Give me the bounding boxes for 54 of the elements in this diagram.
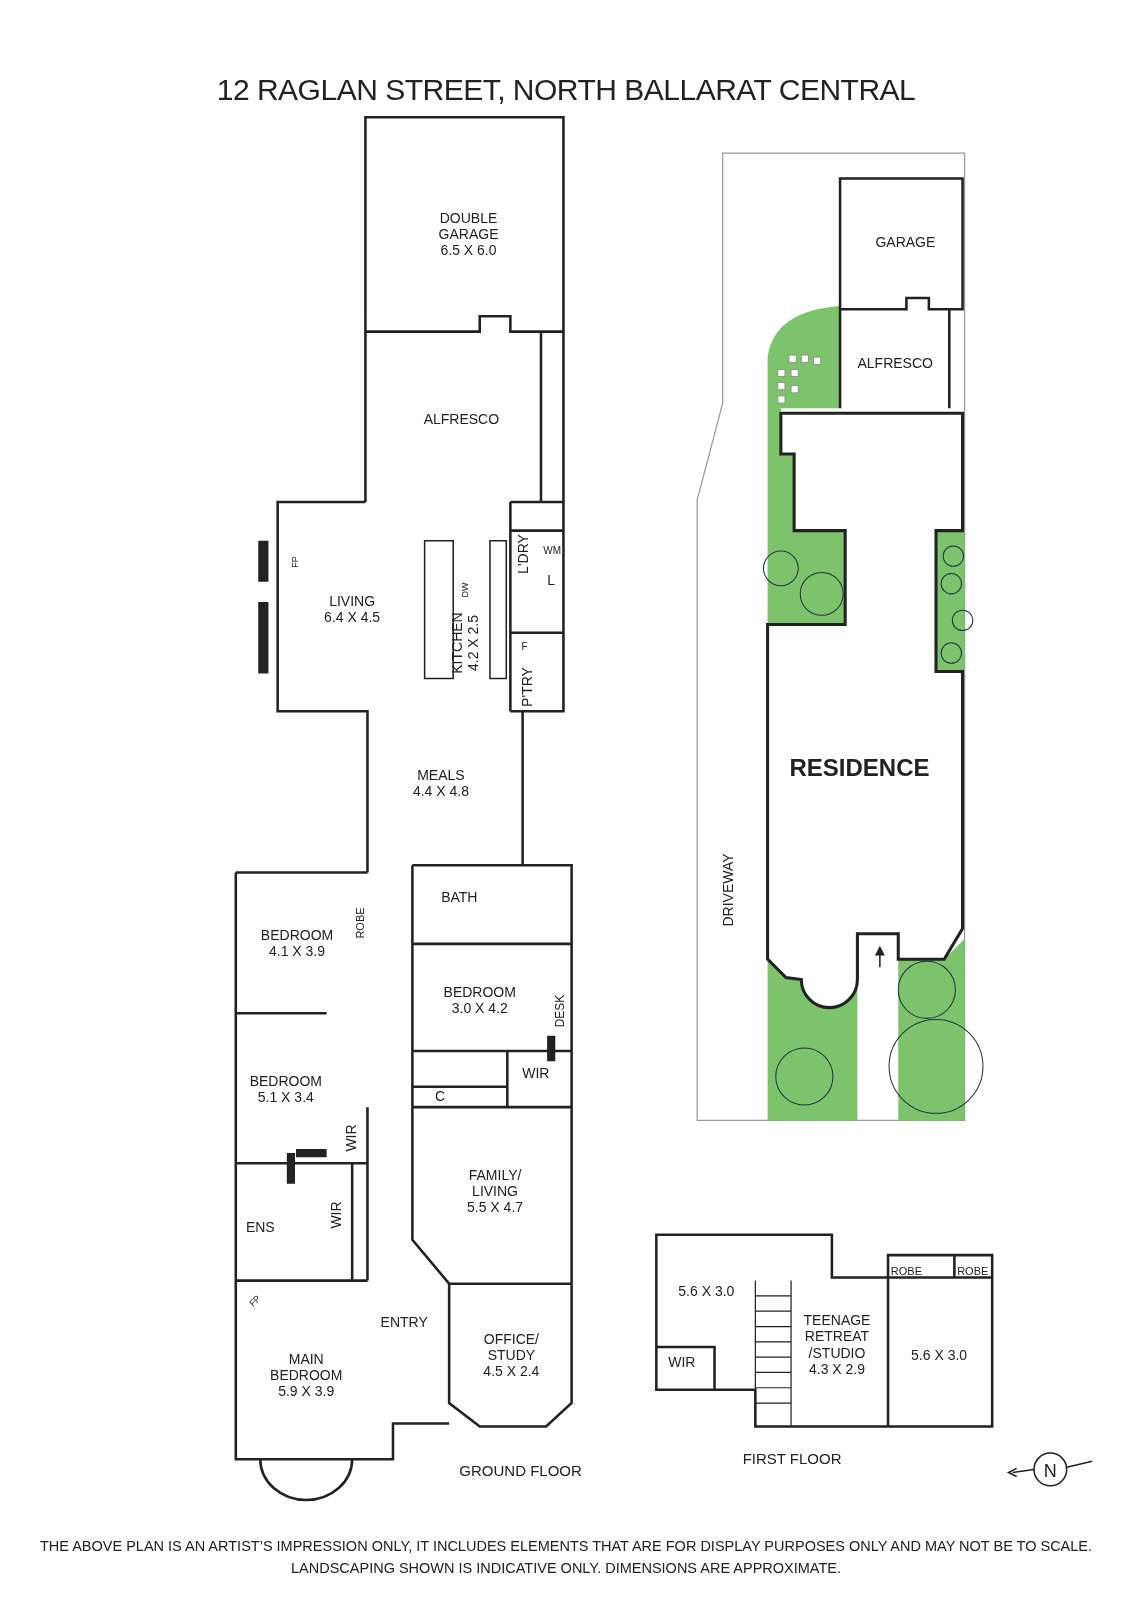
room-label: FP	[247, 1293, 263, 1310]
floor-title: FIRST FLOOR	[742, 1449, 842, 1467]
room-dimensions: 4.5 X 2.4	[482, 1362, 541, 1379]
room-dimensions: 5.5 X 4.7	[466, 1199, 525, 1216]
room-dimensions: 6.5 X 6.0	[439, 241, 498, 258]
room-label: P'TRY	[518, 667, 535, 707]
room-dimensions: 5.1 X 3.4	[256, 1089, 315, 1106]
room-label: DESK	[554, 994, 569, 1027]
floor-title: GROUND FLOOR	[459, 1461, 582, 1479]
room-label: WM	[543, 545, 562, 557]
room-dimensions: 6.4 X 4.5	[324, 609, 381, 626]
room-label: DW	[460, 582, 471, 598]
disclaimer-note: THE ABOVE PLAN IS AN ARTIST’S IMPRESSION ONLY, IT INCLUDES ELEMENTS THAT ARE FOR DISPLAY PURPOSES ONLY AND MAY NOT BE TO SCALE. LANDSCAPING SHOWN IS INDICATIVE ONLY. DIMENSIONS ARE APPROXIMATE.	[38, 1537, 1094, 1578]
room-label: L	[547, 571, 556, 588]
room-label: ALFRESCO	[857, 355, 933, 372]
room-label: WIR	[327, 1201, 344, 1229]
room-name: OFFICE/ STUDY	[482, 1330, 540, 1363]
room-dimensions: 4.3 X 2.9	[807, 1360, 866, 1377]
room-name: FAMILY/ LIVING	[467, 1167, 523, 1200]
room-label: ENTRY	[380, 1313, 428, 1330]
room-label: BATH	[441, 889, 478, 906]
room-label: ROBE	[354, 907, 367, 939]
room-name: TEENAGE RETREAT /STUDIO	[802, 1312, 872, 1361]
room-label: FP	[289, 556, 301, 569]
room-label: RESIDENCE	[789, 753, 930, 782]
room-dimensions: 4.4 X 4.8	[412, 782, 469, 799]
room-label: 5.6 X 3.0	[678, 1283, 735, 1300]
room-name: MAIN BEDROOM	[269, 1350, 344, 1383]
room-label: F	[521, 641, 528, 653]
room-label: WIR	[522, 1064, 550, 1081]
room-label: WIR	[668, 1353, 696, 1370]
room-label: ALFRESCO	[423, 410, 500, 427]
room-label: ROBE	[957, 1264, 989, 1278]
room-name: MEALS	[416, 766, 466, 783]
room-name: BEDROOM	[249, 1073, 322, 1090]
plan-title: 12 RAGLAN STREET, NORTH BALLARAT CENTRAL	[216, 73, 916, 107]
room-label: ENS	[245, 1218, 275, 1235]
room-name: DOUBLE GARAGE	[437, 209, 500, 242]
room-label: WIR	[343, 1124, 360, 1152]
room-label: C	[434, 1088, 445, 1105]
room-name: BEDROOM	[443, 984, 516, 1001]
room-dimensions: 3.0 X 4.2	[450, 1000, 509, 1017]
room-label: ROBE	[890, 1264, 922, 1278]
room-label: 5.6 X 3.0	[911, 1346, 968, 1363]
room-dimensions: 4.1 X 3.9	[268, 943, 327, 960]
room-label: GARAGE	[875, 233, 936, 250]
north-label: N	[1043, 1460, 1057, 1482]
room-name: BEDROOM	[260, 927, 334, 944]
room-label: L'DRY	[514, 534, 531, 575]
room-name: LIVING	[328, 593, 377, 610]
room-dimensions: 5.9 X 3.9	[277, 1382, 336, 1400]
room-label: DRIVEWAY	[719, 853, 736, 927]
room-dimensions: 4.2 X 2.5	[465, 614, 482, 674]
room-name: KITCHEN	[449, 611, 466, 676]
